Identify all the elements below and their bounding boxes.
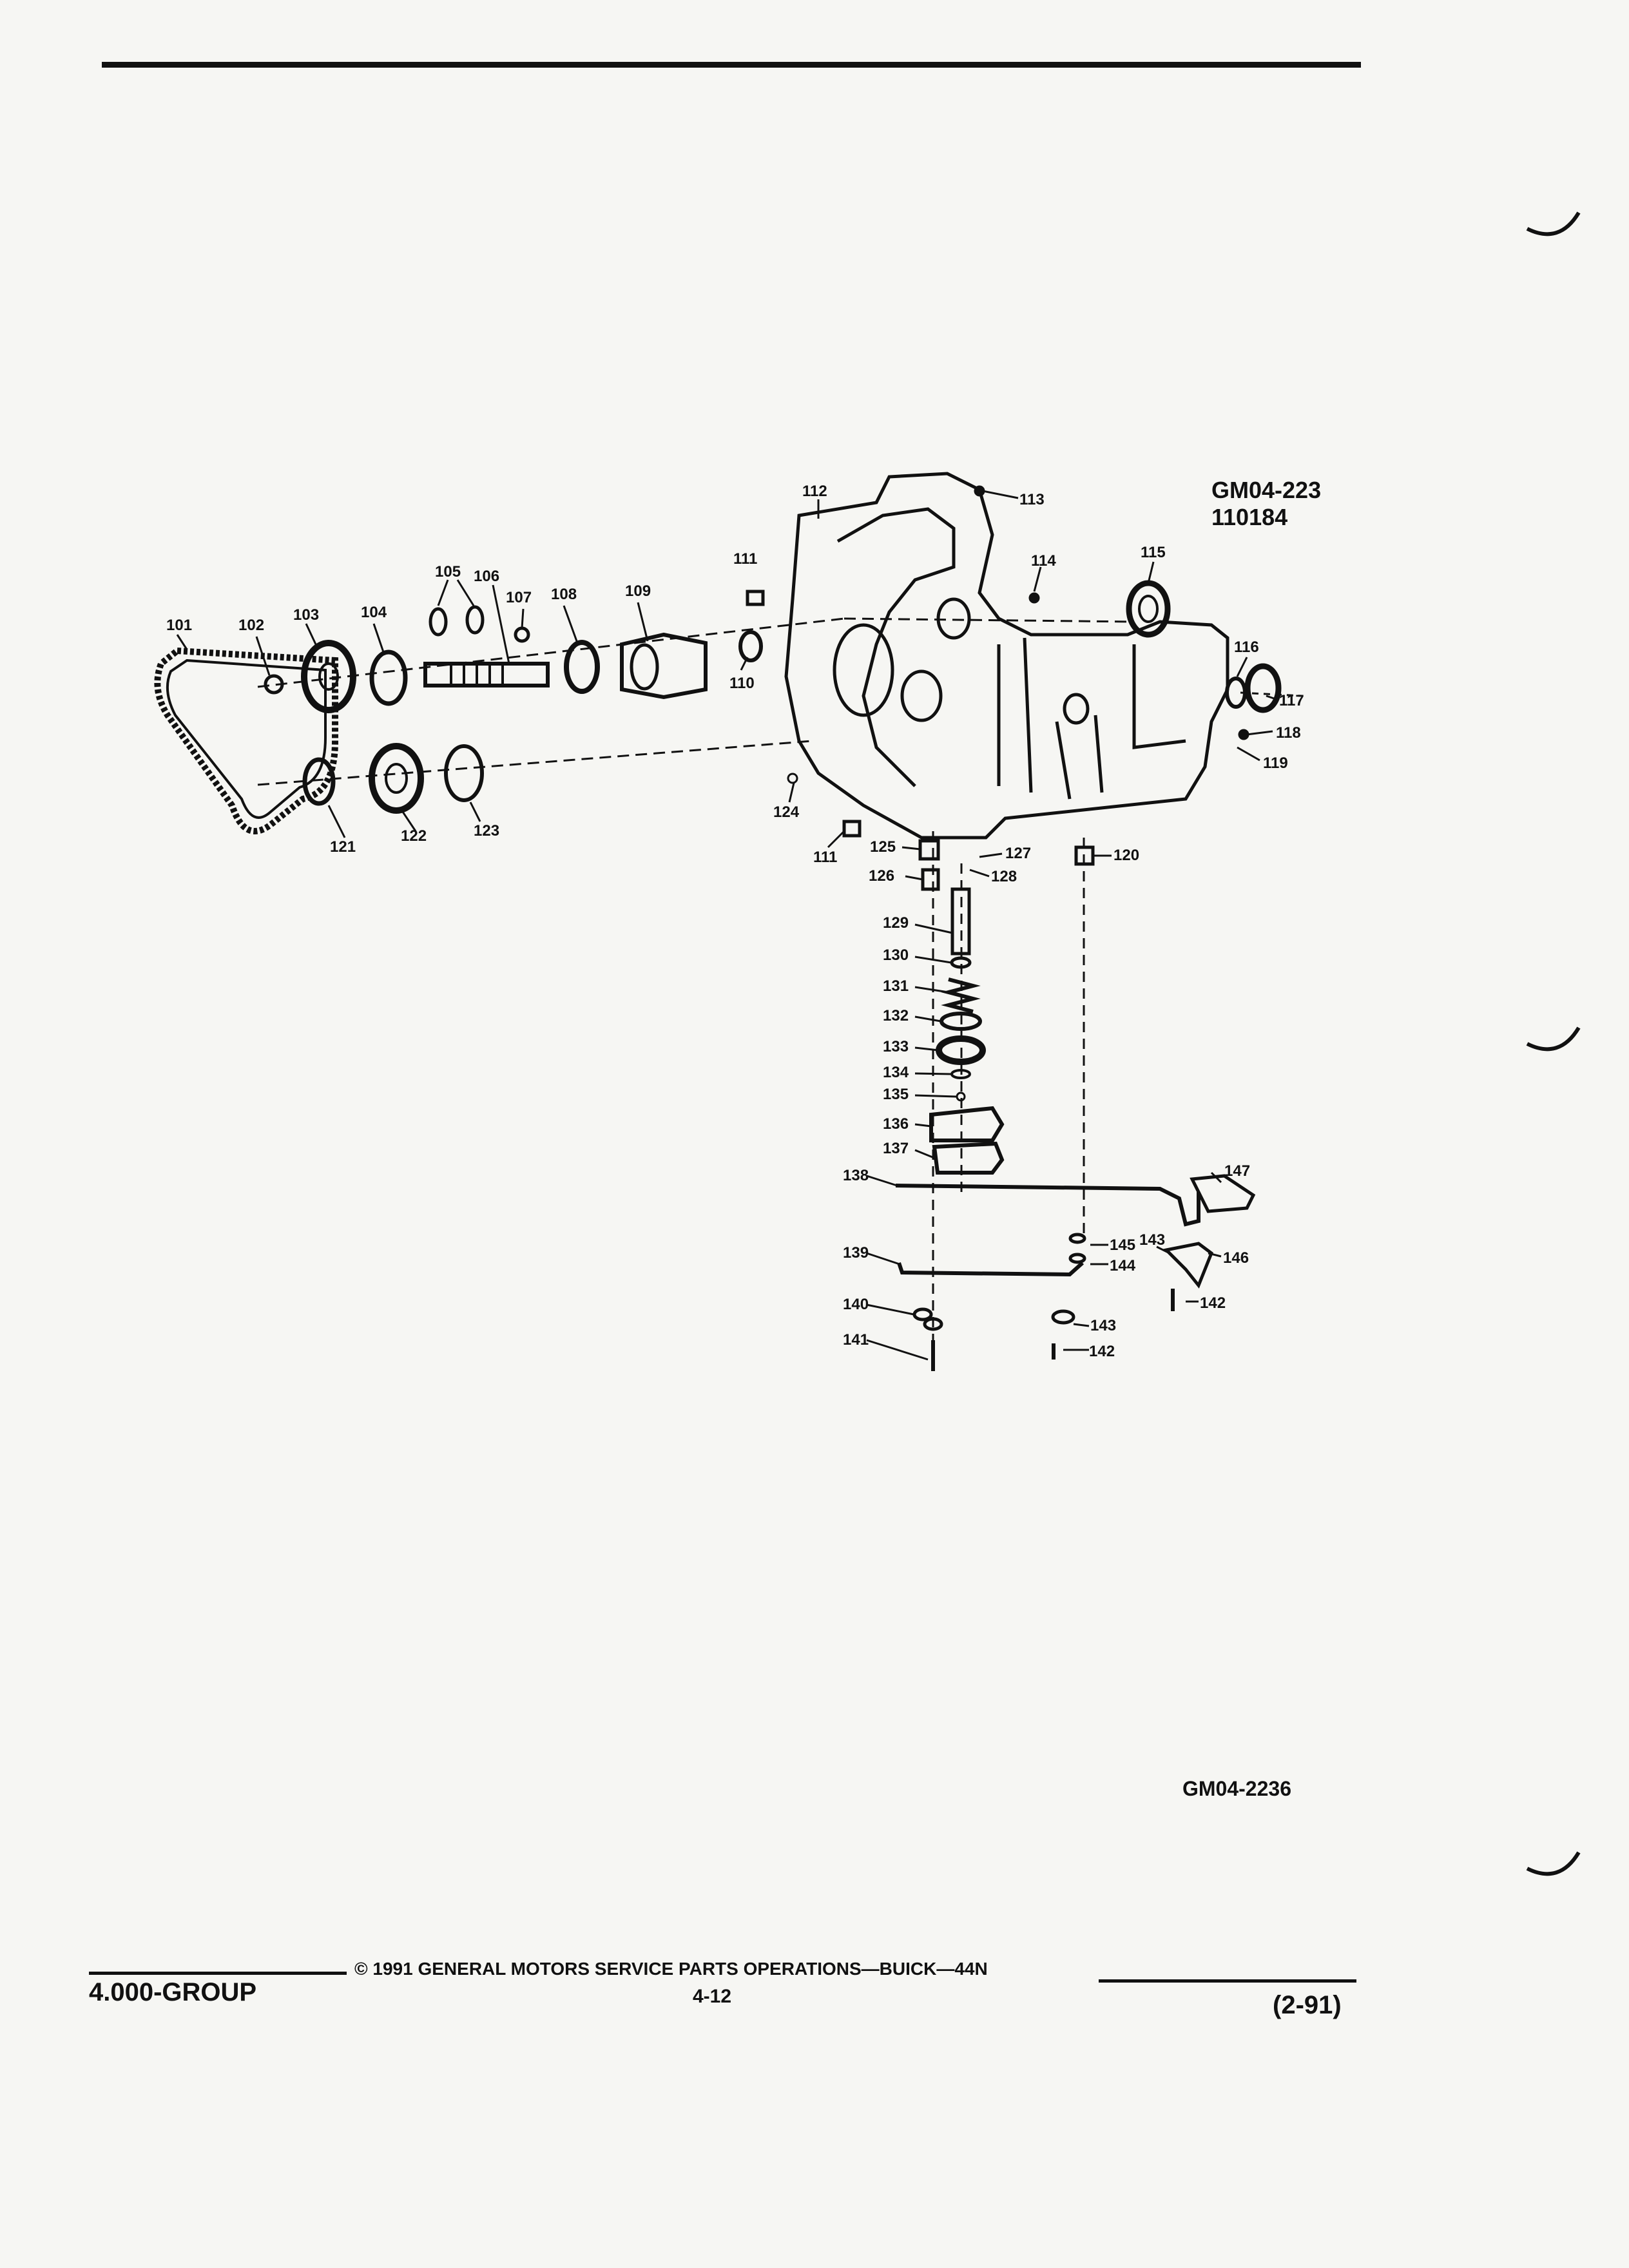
- top-rule: [102, 62, 1361, 68]
- callout-130: 130: [883, 947, 909, 964]
- callout-106: 106: [474, 568, 499, 585]
- illustration-code: GM04-2236: [1182, 1777, 1291, 1800]
- rod-139: [897, 1261, 1084, 1277]
- footer-group: 4.000-GROUP: [89, 1978, 257, 2006]
- seal-123: [444, 744, 484, 802]
- callout-136: 136: [883, 1115, 909, 1133]
- callout-138: 138: [843, 1167, 869, 1184]
- callout-147: 147: [1224, 1162, 1250, 1180]
- shaft-129: [950, 887, 971, 956]
- callout-144: 144: [1110, 1257, 1136, 1274]
- callout-123: 123: [474, 822, 499, 840]
- callout-122: 122: [401, 827, 427, 845]
- gear-122: [369, 743, 424, 814]
- bearing-121: [302, 757, 336, 806]
- callout-118: 118: [1276, 724, 1301, 742]
- footer-page-number: 4-12: [693, 1986, 732, 2007]
- callout-129: 129: [883, 914, 909, 932]
- bearing-110: [738, 630, 763, 662]
- callout-101: 101: [166, 617, 192, 634]
- binder-marks: [1526, 211, 1581, 1876]
- washer-102: [264, 674, 284, 695]
- callout-113: 113: [1019, 491, 1045, 508]
- gear-103: [301, 640, 356, 713]
- callout-143a: 143: [1090, 1317, 1116, 1334]
- callout-111b: 111: [813, 849, 837, 866]
- rod-138: [895, 1184, 1200, 1227]
- callout-112: 112: [802, 483, 827, 500]
- callout-131: 131: [883, 977, 909, 995]
- footer-revision: (2-91): [1273, 1991, 1342, 2019]
- callout-134: 134: [883, 1064, 909, 1081]
- gasket-136: [929, 1106, 1005, 1142]
- callout-143b: 143: [1139, 1231, 1165, 1249]
- drive-chain: [154, 647, 338, 834]
- figure-date: 110184: [1211, 504, 1288, 530]
- callout-109: 109: [625, 582, 651, 600]
- bearing-104: [369, 649, 408, 706]
- spring-131: [941, 977, 981, 1014]
- callout-108: 108: [551, 586, 577, 603]
- callout-121: 121: [330, 838, 356, 856]
- callout-102: 102: [238, 617, 264, 634]
- bracket-147: [1190, 1174, 1256, 1213]
- footer-rule-right: [1099, 1979, 1356, 1983]
- callout-105: 105: [435, 563, 461, 581]
- callout-127: 127: [1005, 845, 1031, 862]
- cover-137: [932, 1141, 1005, 1175]
- callout-126: 126: [869, 867, 894, 885]
- callout-142a: 142: [1089, 1343, 1115, 1360]
- callout-114: 114: [1031, 552, 1056, 570]
- callout-142b: 142: [1200, 1294, 1226, 1312]
- callout-110: 110: [729, 675, 755, 692]
- callout-133: 133: [883, 1038, 909, 1055]
- callout-125: 125: [870, 838, 896, 856]
- callout-120: 120: [1113, 847, 1139, 864]
- callout-137: 137: [883, 1140, 909, 1157]
- callout-107: 107: [506, 589, 532, 606]
- callout-104: 104: [361, 604, 387, 621]
- callout-111: 111: [733, 550, 757, 568]
- drum-109: [620, 632, 708, 700]
- transaxle-case: [784, 472, 1229, 840]
- bracket-146: [1162, 1242, 1214, 1289]
- callout-135: 135: [883, 1086, 909, 1103]
- callout-117: 117: [1279, 692, 1304, 709]
- callout-119: 119: [1263, 754, 1288, 772]
- footer-copyright: © 1991 GENERAL MOTORS SERVICE PARTS OPER…: [354, 1959, 988, 1979]
- callout-103: 103: [293, 606, 319, 624]
- bearing-108: [564, 640, 600, 694]
- callout-141: 141: [843, 1331, 869, 1349]
- seal-133: [936, 1035, 986, 1065]
- shaft-106: [423, 662, 550, 687]
- callout-116: 116: [1234, 639, 1259, 656]
- callout-140: 140: [843, 1296, 869, 1313]
- callout-124: 124: [773, 803, 800, 821]
- callout-115: 115: [1141, 544, 1166, 561]
- figure-code: GM04-223: [1211, 477, 1322, 503]
- callout-145: 145: [1110, 1236, 1135, 1254]
- seal-117: [1244, 663, 1282, 713]
- callout-128: 128: [991, 868, 1017, 885]
- callout-132: 132: [883, 1007, 909, 1024]
- footer-rule-left: [89, 1972, 347, 1975]
- callout-146: 146: [1223, 1249, 1249, 1267]
- callout-139: 139: [843, 1244, 869, 1262]
